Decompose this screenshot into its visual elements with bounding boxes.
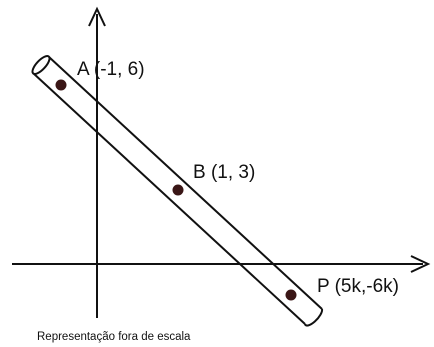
tube xyxy=(31,55,324,327)
y-axis xyxy=(88,6,106,318)
x-axis-arrowhead xyxy=(410,255,431,273)
point-a-dot xyxy=(55,79,67,91)
tube-top-edge xyxy=(48,56,323,310)
point-p-label: P (5k,-6k) xyxy=(317,276,399,297)
point-b-dot xyxy=(172,184,184,196)
tube-bottom-edge xyxy=(32,72,306,325)
point-a-label: A (-1, 6) xyxy=(77,59,145,80)
x-axis xyxy=(12,255,431,273)
tube-right-end xyxy=(304,308,324,327)
point-b-label: B (1, 3) xyxy=(193,162,255,183)
y-axis-arrowhead xyxy=(88,6,106,27)
tube-left-end xyxy=(31,55,51,75)
point-p-dot xyxy=(285,289,297,301)
scale-caption: Representação fora de escala xyxy=(37,331,191,343)
